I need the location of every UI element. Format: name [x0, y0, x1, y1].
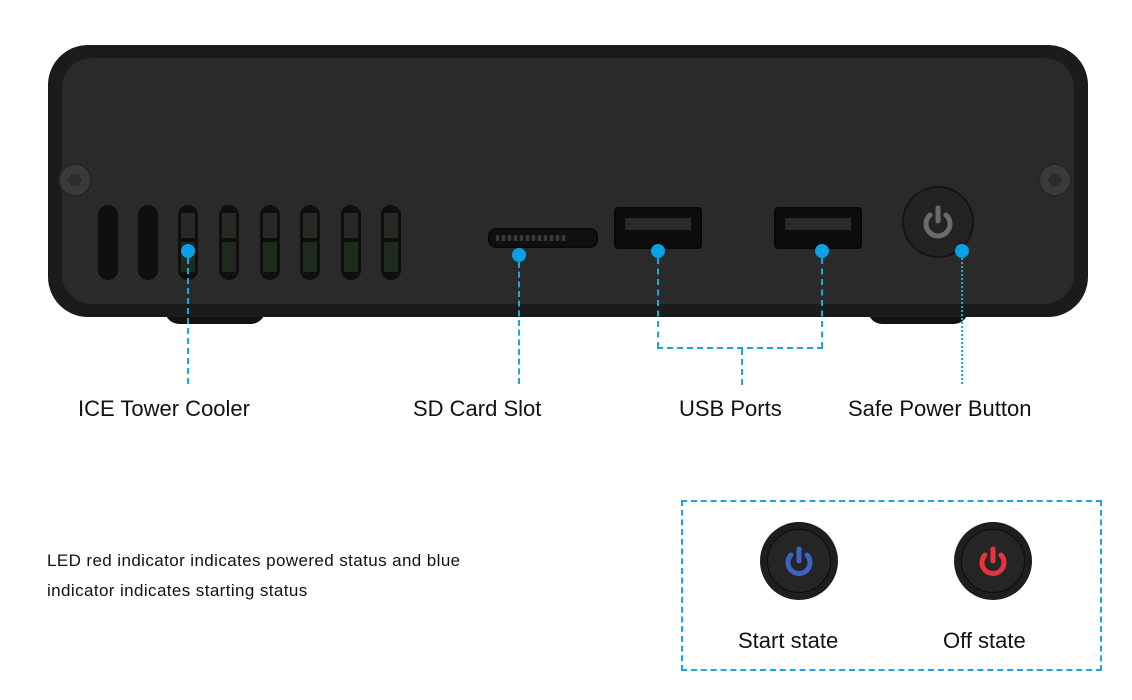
screw-left-icon: [58, 163, 92, 197]
callout-dot-usb-2: [815, 244, 829, 258]
callout-line-usb-bracket: [657, 347, 823, 349]
vent: [381, 205, 401, 280]
device-front-panel: [62, 58, 1074, 304]
label-sd-card-slot: SD Card Slot: [413, 396, 542, 421]
led-description: LED red indicator indicates powered stat…: [47, 546, 461, 606]
label-start-state: Start state: [738, 628, 839, 653]
label-ice-tower-cooler: ICE Tower Cooler: [78, 396, 250, 421]
callout-line-power: [961, 258, 963, 384]
label-usb-ports: USB Ports: [679, 396, 782, 421]
vent: [98, 205, 118, 280]
vent: [138, 205, 158, 280]
vent: [260, 205, 280, 280]
vent: [219, 205, 239, 280]
callout-line-usb-stem: [741, 349, 743, 385]
label-off-state: Off state: [943, 628, 1026, 653]
callout-dot-power: [955, 244, 969, 258]
power-icon-blue: [785, 546, 813, 576]
vent: [341, 205, 361, 280]
start-state-button: [760, 522, 838, 600]
led-description-line-1: LED red indicator indicates powered stat…: [47, 551, 461, 570]
usb-port-1[interactable]: [614, 207, 702, 249]
callout-dot-sd: [512, 248, 526, 262]
power-icon: [923, 205, 953, 239]
callout-line-usb-2: [821, 258, 823, 348]
callout-dot-cooler: [181, 244, 195, 258]
usb-port-2[interactable]: [774, 207, 862, 249]
callout-line-usb-1: [657, 258, 659, 348]
led-description-line-2: indicator indicates starting status: [47, 581, 308, 600]
label-safe-power-button: Safe Power Button: [848, 396, 1032, 421]
callout-line-cooler: [187, 258, 189, 384]
callout-line-sd: [518, 262, 520, 384]
sd-card-slot[interactable]: [488, 228, 598, 248]
screw-right-icon: [1038, 163, 1072, 197]
vent: [300, 205, 320, 280]
callout-dot-usb-1: [651, 244, 665, 258]
off-state-button: [954, 522, 1032, 600]
led-states-panel: [681, 500, 1102, 671]
power-icon-red: [979, 546, 1007, 576]
